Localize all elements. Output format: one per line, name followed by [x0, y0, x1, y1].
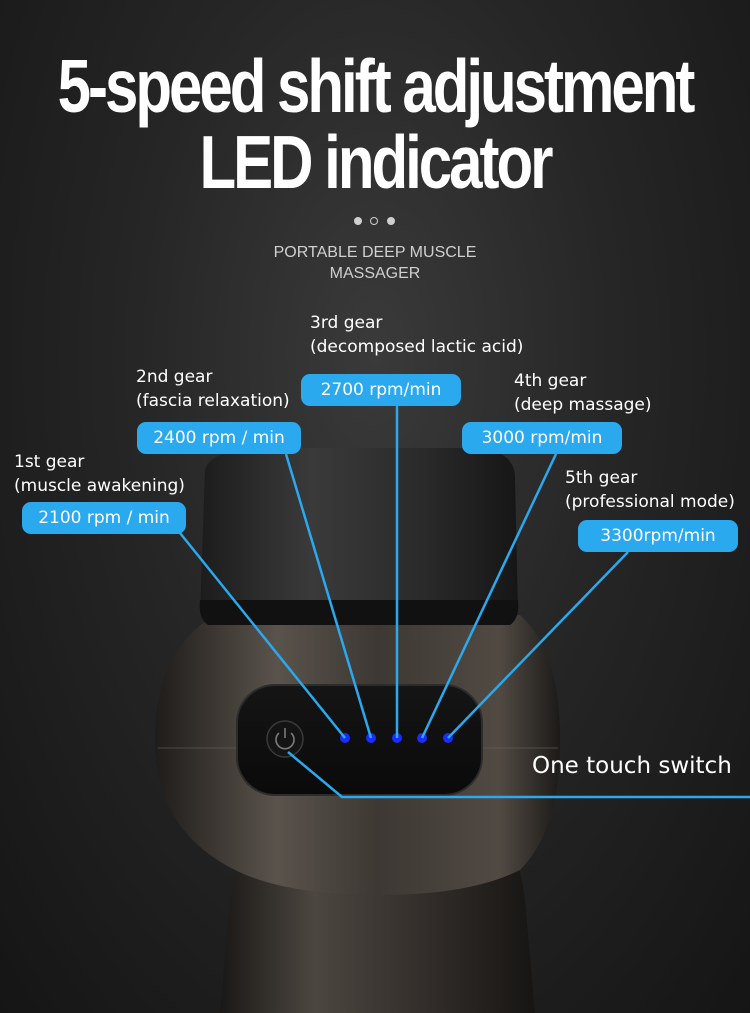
dot-2: [370, 217, 378, 225]
device-handle: [220, 850, 535, 1013]
gear-2-mode: (fascia relaxation): [136, 391, 290, 411]
gear-1-label: 1st gear (muscle awakening): [14, 450, 185, 498]
gear-1-speed-badge: 2100 rpm / min: [22, 502, 186, 534]
pagination-dots: [350, 217, 400, 227]
headline-line-1: 5-speed shift adjustment: [57, 44, 696, 129]
gear-1-mode: (muscle awakening): [14, 476, 185, 496]
gear-2-label: 2nd gear (fascia relaxation): [136, 365, 290, 413]
gear-2-connector-line: [284, 453, 373, 739]
gear-1-name: 1st gear: [14, 452, 85, 472]
gear-2-name: 2nd gear: [136, 367, 213, 387]
gear-3-speed-badge: 2700 rpm/min: [301, 374, 461, 406]
subtitle-line-1: PORTABLE DEEP MUSCLE: [273, 244, 477, 261]
gear-5-connector-line: [447, 551, 629, 739]
product-subtitle: PORTABLE DEEP MUSCLE MASSAGER: [0, 242, 750, 284]
gear-5-label: 5th gear (professional mode): [565, 466, 735, 514]
device-head: [200, 448, 518, 612]
gear-2-speed-badge: 2400 rpm / min: [137, 422, 301, 454]
gear-5-name: 5th gear: [565, 468, 638, 488]
gear-4-label: 4th gear (deep massage): [514, 369, 652, 417]
gear-4-name: 4th gear: [514, 371, 587, 391]
gear-5-speed-badge: 3300rpm/min: [578, 520, 738, 552]
gear-3-label: 3rd gear (decomposed lactic acid): [310, 311, 523, 359]
one-touch-switch-label: One touch switch: [532, 753, 732, 779]
control-panel: [236, 684, 483, 796]
gear-3-mode: (decomposed lactic acid): [310, 337, 524, 357]
gear-4-connector-line: [420, 453, 558, 739]
switch-connector-line: [287, 751, 750, 799]
headline-line-2: LED indicator: [199, 120, 553, 205]
subtitle-line-2: MASSAGER: [329, 265, 421, 282]
gear-5-mode: (professional mode): [565, 492, 735, 512]
dot-3: [387, 217, 395, 225]
gear-1-connector-line: [179, 532, 346, 739]
gear-4-speed-badge: 3000 rpm/min: [462, 422, 622, 454]
gear-3-name: 3rd gear: [310, 313, 383, 333]
dot-1: [354, 217, 362, 225]
gear-4-mode: (deep massage): [514, 395, 652, 415]
